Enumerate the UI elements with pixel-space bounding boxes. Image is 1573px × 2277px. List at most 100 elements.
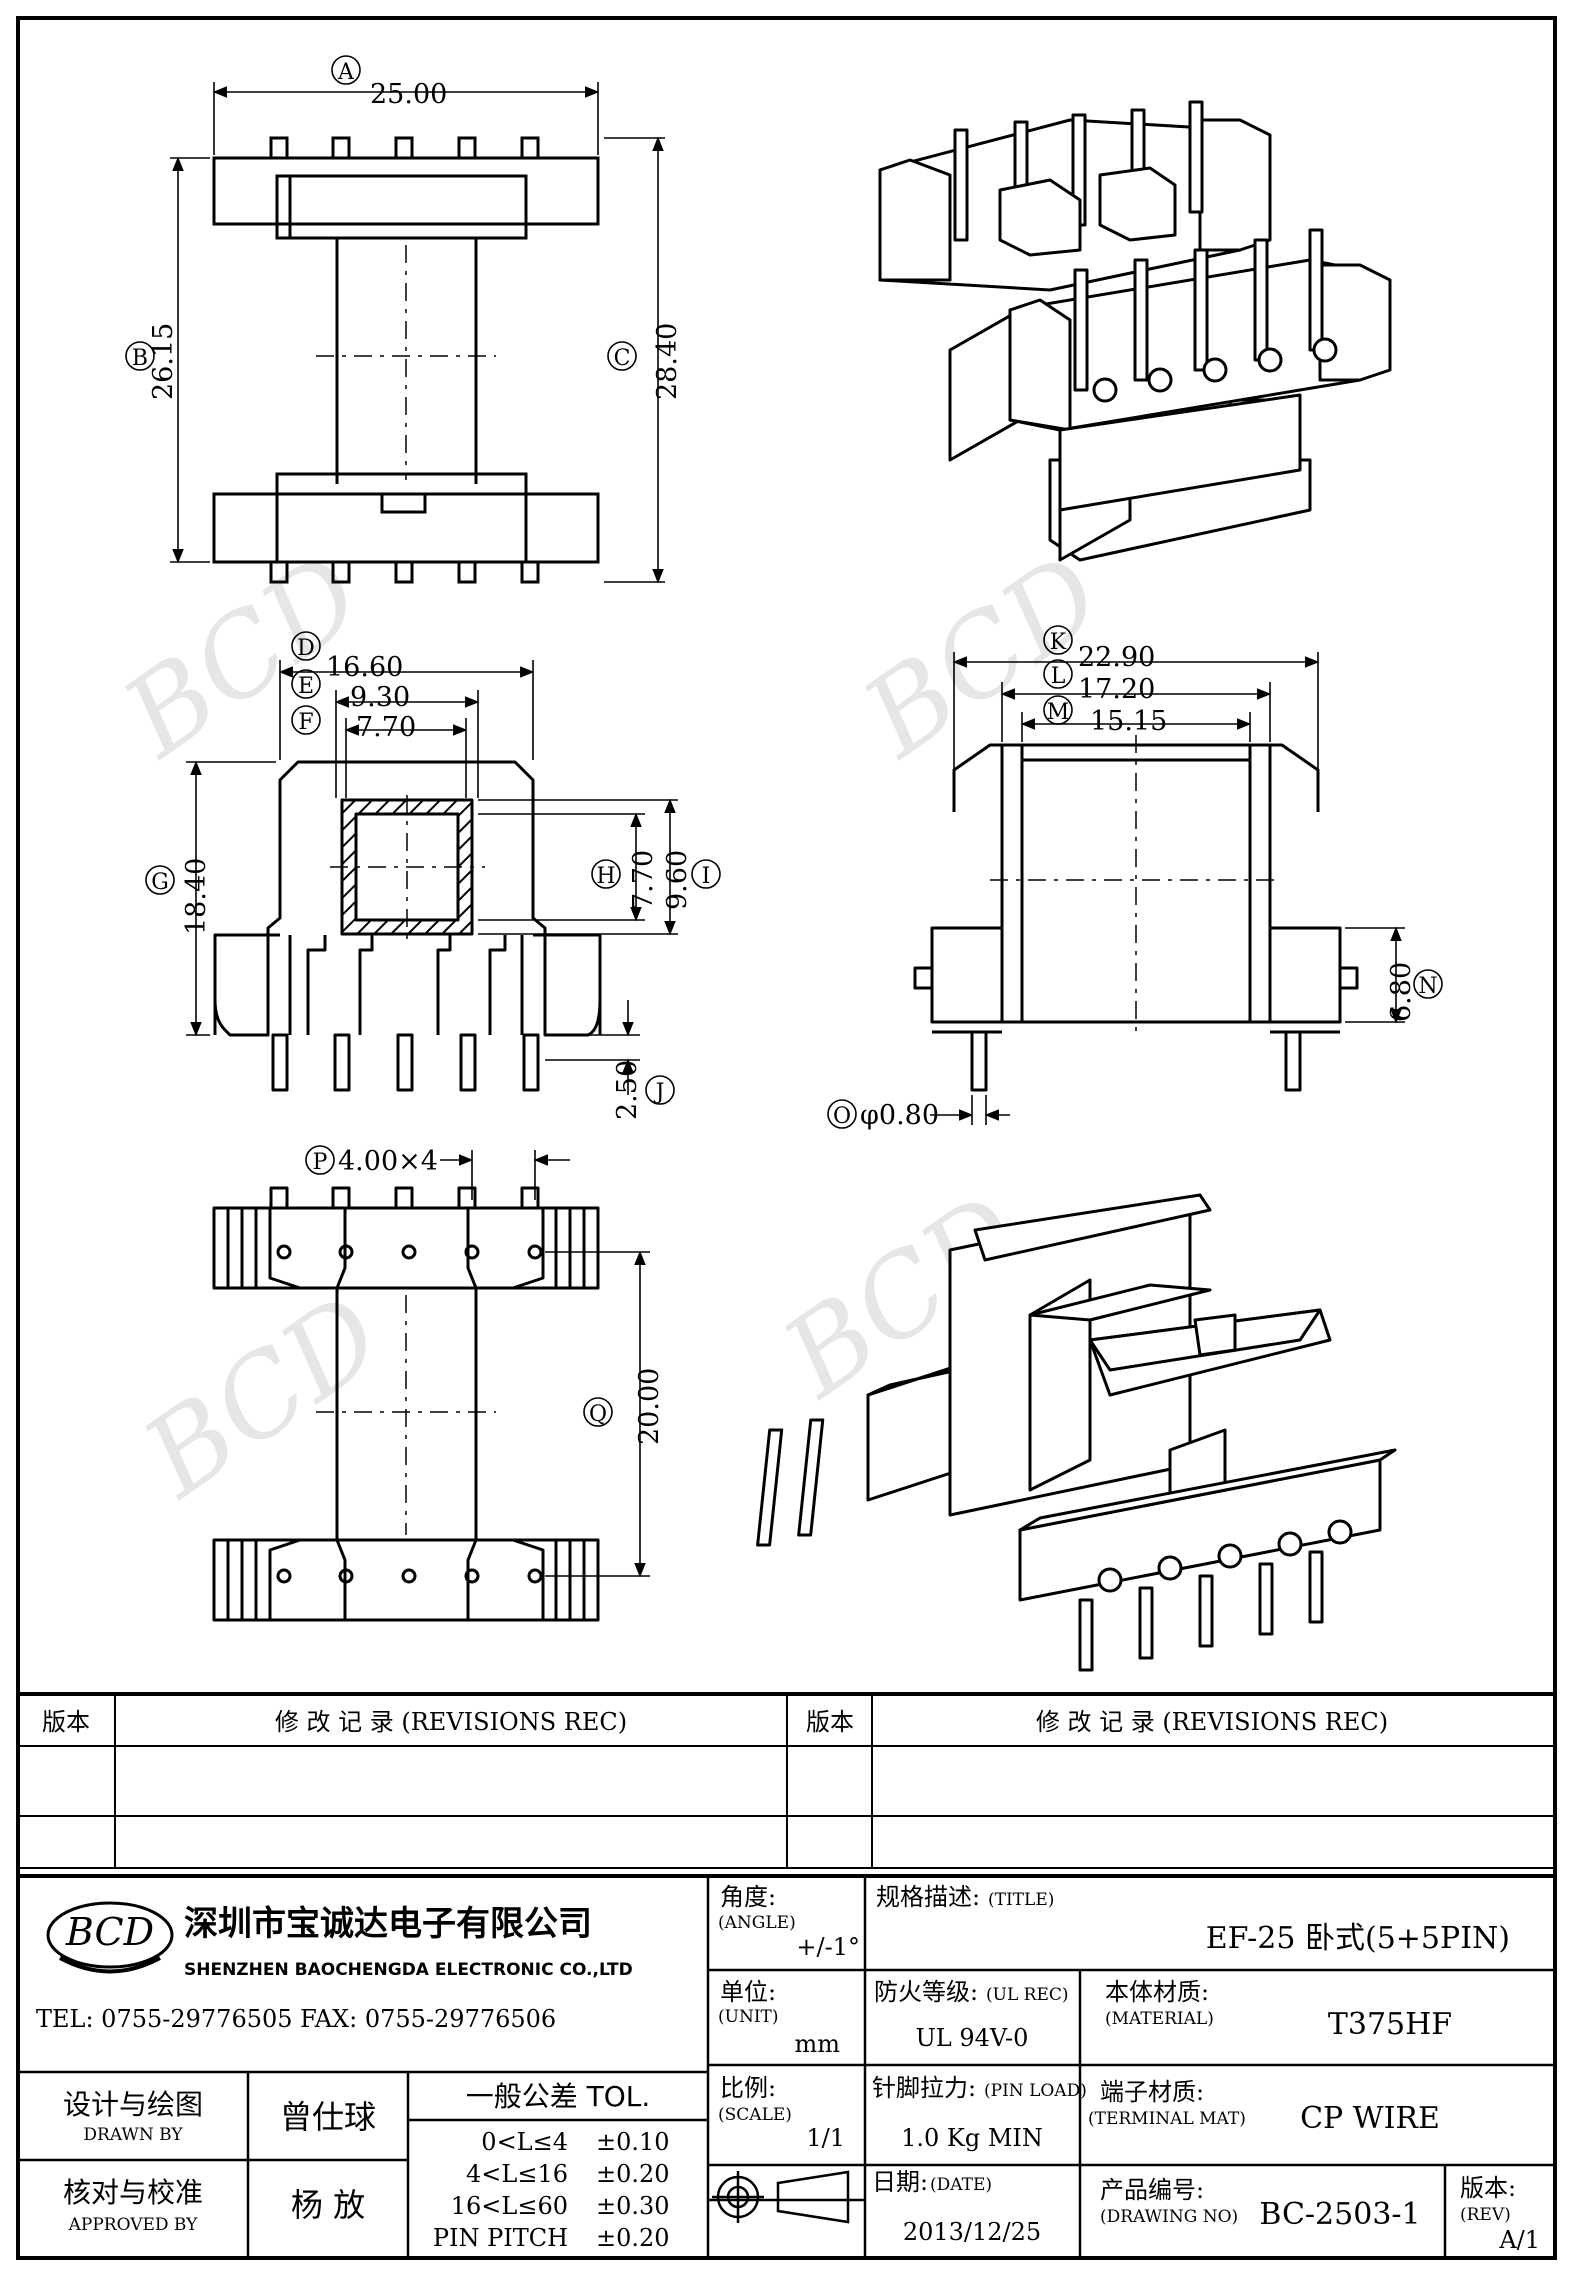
dims-side bbox=[145, 631, 721, 1105]
dims-bottom bbox=[305, 1145, 650, 1578]
title-block-grid bbox=[18, 1874, 1555, 2258]
dims-front bbox=[125, 55, 665, 584]
dim-value-c: 28.40 bbox=[652, 323, 683, 400]
rev-label-en: (REV) bbox=[1460, 2205, 1511, 2225]
dim-letter-k: K bbox=[1050, 630, 1067, 655]
date-label: 日期: bbox=[872, 2168, 928, 2196]
dim-value-o: φ0.80 bbox=[860, 1100, 939, 1131]
ul-label-en: (UL REC) bbox=[986, 1985, 1069, 2005]
view-front bbox=[212, 136, 600, 584]
logo-text: BCD bbox=[65, 1910, 154, 1954]
view-bottom bbox=[212, 1186, 600, 1622]
tol-range-3: 16<L≤60 bbox=[451, 2192, 568, 2220]
title-label: 规格描述: bbox=[876, 1883, 980, 1911]
tol-value-2: ±0.20 bbox=[596, 2160, 670, 2188]
view-isometric-1 bbox=[878, 100, 1392, 562]
rev-header-right-text: 修 改 记 录 (REVISIONS REC) bbox=[1036, 1708, 1388, 1736]
dim-value-l: 17.20 bbox=[1078, 674, 1155, 705]
dim-value-b: 26.15 bbox=[148, 323, 179, 400]
tol-range-4: PIN PITCH bbox=[433, 2224, 568, 2252]
tol-value-1: ±0.10 bbox=[596, 2128, 670, 2156]
view-end bbox=[913, 735, 1359, 1092]
rev-label: 版本: bbox=[1460, 2174, 1516, 2202]
company-name-en: SHENZHEN BAOCHENGDA ELECTRONIC CO.,LTD bbox=[184, 1960, 633, 1980]
dim-value-f: 7.70 bbox=[356, 712, 416, 743]
dim-value-i: 9.60 bbox=[662, 850, 693, 910]
dim-letter-n: N bbox=[1418, 974, 1437, 999]
dim-letter-g: G bbox=[151, 870, 169, 895]
dim-value-p: 4.00×4 bbox=[338, 1146, 438, 1177]
ul-value: UL 94V-0 bbox=[916, 2024, 1029, 2052]
rev-header-left-rev: 版本 bbox=[42, 1708, 90, 1736]
tol-value-3: ±0.30 bbox=[596, 2192, 670, 2220]
material-label: 本体材质: bbox=[1105, 1978, 1209, 2006]
dim-value-d: 16.60 bbox=[326, 652, 403, 683]
dim-letter-q: Q bbox=[589, 1402, 607, 1427]
approved-name: 杨 放 bbox=[291, 2186, 365, 2224]
scale-value: 1/1 bbox=[806, 2124, 845, 2152]
dim-value-h: 7.70 bbox=[628, 850, 659, 910]
dim-value-j: 2.50 bbox=[612, 1060, 643, 1120]
material-label-en: (MATERIAL) bbox=[1105, 2009, 1214, 2029]
terminal-label: 端子材质: bbox=[1100, 2078, 1204, 2106]
dim-letter-p: P bbox=[313, 1150, 328, 1175]
dim-value-e: 9.30 bbox=[350, 682, 410, 713]
drawn-name: 曾仕球 bbox=[280, 2098, 376, 2136]
tol-value-4: ±0.20 bbox=[596, 2224, 670, 2252]
drawing-no-value: BC-2503-1 bbox=[1259, 2197, 1420, 2232]
view-side bbox=[213, 760, 602, 1092]
pin-load-label: 针脚拉力: bbox=[872, 2074, 976, 2102]
rev-header-left-text: 修 改 记 录 (REVISIONS REC) bbox=[275, 1708, 627, 1736]
drawn-label-en: DRAWN BY bbox=[83, 2125, 183, 2145]
dim-letter-l: L bbox=[1051, 664, 1066, 689]
dim-value-q: 20.00 bbox=[634, 1368, 665, 1445]
company-contact: TEL: 0755-29776505 FAX: 0755-29776506 bbox=[36, 2005, 556, 2033]
terminal-value: CP WIRE bbox=[1300, 2101, 1440, 2136]
material-value: T375HF bbox=[1328, 2007, 1452, 2042]
drawing-no-label: 产品编号: bbox=[1100, 2176, 1204, 2204]
scale-label: 比例: bbox=[720, 2074, 776, 2102]
rev-value: A/1 bbox=[1498, 2226, 1540, 2254]
dim-letter-f: F bbox=[298, 710, 313, 735]
angle-label-en: (ANGLE) bbox=[718, 1913, 796, 1933]
rev-header-right-rev: 版本 bbox=[806, 1708, 854, 1736]
unit-label-en: (UNIT) bbox=[718, 2007, 779, 2027]
dims-end bbox=[827, 625, 1443, 1129]
terminal-label-en: (TERMINAL MAT) bbox=[1088, 2109, 1246, 2129]
dim-letter-m: M bbox=[1047, 700, 1070, 725]
company-name-cn: 深圳市宝诚达电子有限公司 bbox=[184, 1904, 592, 1944]
pin-load-value: 1.0 Kg MIN bbox=[901, 2124, 1043, 2152]
dim-letter-a: A bbox=[337, 60, 355, 85]
angle-label: 角度: bbox=[720, 1883, 776, 1911]
dim-letter-b: B bbox=[132, 346, 148, 371]
dim-letter-j: J bbox=[654, 1080, 665, 1105]
sheet-border bbox=[16, 16, 1557, 2260]
dim-letter-o: O bbox=[833, 1104, 851, 1129]
tol-range-1: 0<L≤4 bbox=[481, 2128, 568, 2156]
unit-label: 单位: bbox=[720, 1978, 776, 2006]
approved-label: 核对与校准 bbox=[63, 2176, 203, 2209]
unit-value: mm bbox=[794, 2030, 840, 2058]
drawn-label: 设计与绘图 bbox=[63, 2088, 203, 2121]
pin-load-label-en: (PIN LOAD) bbox=[984, 2081, 1087, 2101]
dim-letter-d: D bbox=[297, 636, 315, 661]
dim-value-a: 25.00 bbox=[370, 79, 447, 110]
date-label-en: (DATE) bbox=[930, 2175, 992, 2195]
tol-range-2: 4<L≤16 bbox=[466, 2160, 568, 2188]
ul-label: 防火等级: bbox=[874, 1978, 978, 2006]
title-value: EF-25 卧式(5+5PIN) bbox=[1206, 1921, 1510, 1956]
dim-value-k: 22.90 bbox=[1078, 642, 1155, 673]
title-label-en: (TITLE) bbox=[988, 1890, 1054, 1910]
dim-letter-c: C bbox=[614, 346, 631, 371]
projection-symbol-icon bbox=[712, 2170, 850, 2224]
dim-letter-e: E bbox=[298, 674, 314, 699]
dim-value-n: 6.80 bbox=[1386, 962, 1417, 1022]
revision-table bbox=[18, 1692, 1555, 1869]
dim-value-m: 15.15 bbox=[1090, 706, 1167, 737]
dim-letter-h: H bbox=[596, 864, 615, 889]
approved-label-en: APPROVED BY bbox=[68, 2215, 199, 2235]
company-logo: BCD bbox=[46, 1901, 174, 1974]
angle-value: +/-1° bbox=[796, 1933, 860, 1961]
scale-label-en: (SCALE) bbox=[718, 2105, 792, 2125]
